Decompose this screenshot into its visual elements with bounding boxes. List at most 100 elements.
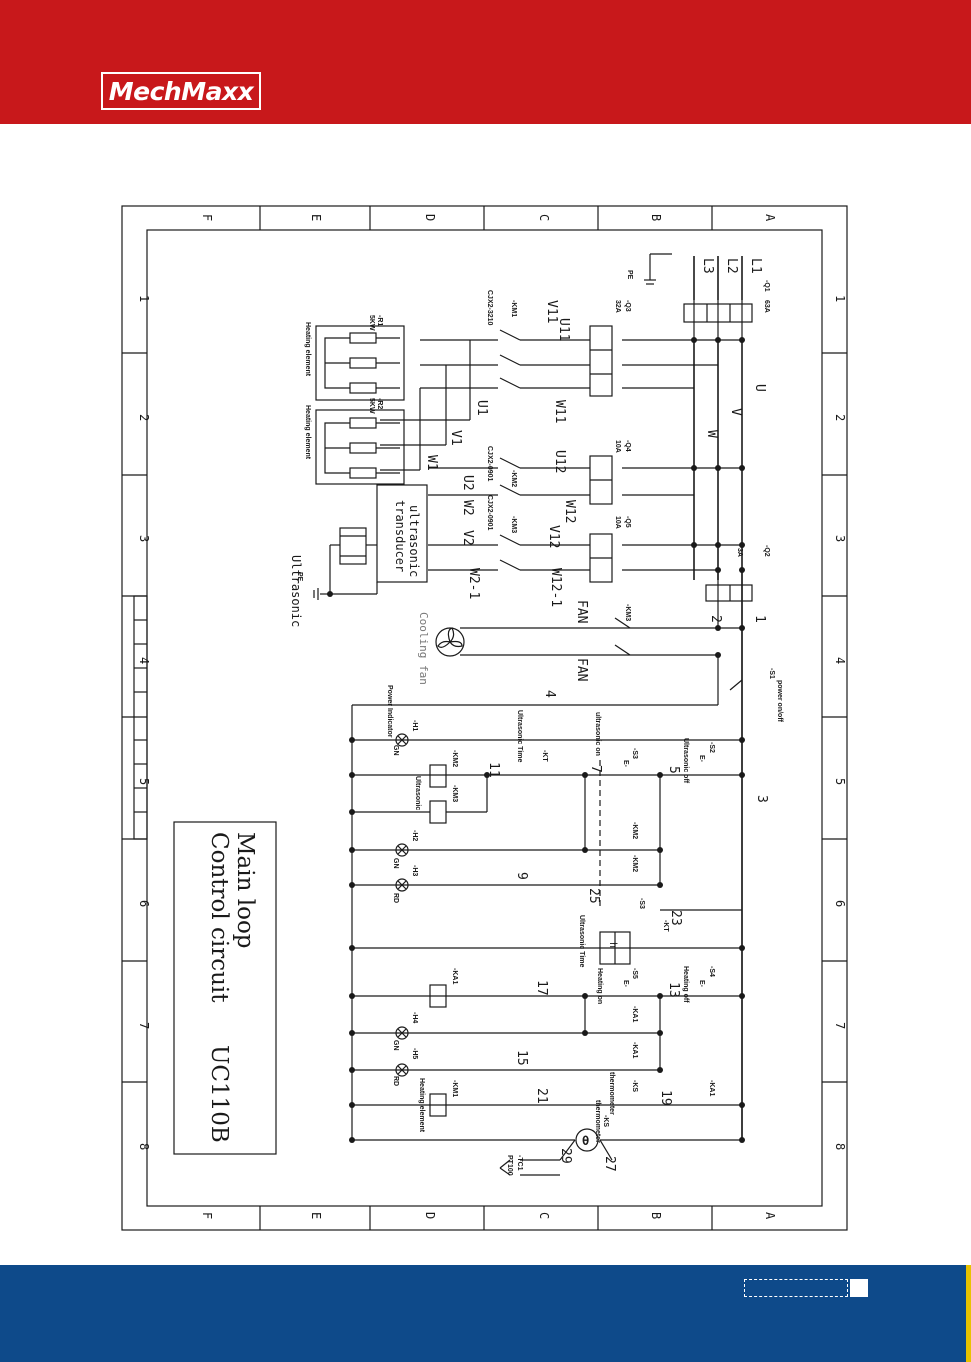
frame-row-label-bottom: E <box>309 1212 323 1219</box>
label-q1-rating: 63A <box>763 300 770 313</box>
page-indicator-track <box>744 1279 848 1297</box>
control-rails <box>351 655 743 1140</box>
label-ks-text-2: thermometer <box>594 1100 601 1143</box>
label-q4-rating: 10A <box>614 440 621 453</box>
theta-symbol: θ <box>582 1134 589 1148</box>
label-q5: -Q5 <box>624 516 631 528</box>
wire-13: 13 <box>666 982 681 998</box>
frame-row-label-bottom: F <box>200 1212 214 1219</box>
label-ks-text: thermometer <box>608 1072 615 1115</box>
frame-col-label-left: 8 <box>137 1143 151 1150</box>
label-power-indicator: Power Indicator <box>386 685 393 738</box>
wire-junction <box>349 945 355 951</box>
wire-junction <box>349 993 355 999</box>
label-v1: V1 <box>448 430 463 446</box>
label-q2: -Q2 <box>763 545 770 557</box>
wire-junction <box>582 1030 588 1036</box>
frame-grid <box>122 206 847 1230</box>
label-kt-text: Ultrasonic Time <box>516 710 523 762</box>
label-u12: U12 <box>552 450 567 473</box>
label-km2-nc: -KM2 <box>631 822 638 839</box>
transducer-crystal <box>313 527 378 600</box>
label-w: W <box>704 430 719 438</box>
label-h4: -H4 <box>411 1012 418 1023</box>
wire-junction <box>349 772 355 778</box>
label-q4: -Q4 <box>624 440 631 452</box>
label-km1: -KM1 <box>510 300 517 317</box>
frame-row-label-bottom: B <box>649 1212 663 1219</box>
label-s2: -S2 <box>708 742 715 753</box>
label-l2: L2 <box>724 258 739 274</box>
label-h2-color: GN <box>392 858 399 869</box>
label-h2: -H2 <box>411 830 418 841</box>
label-v: V <box>728 408 743 416</box>
label-s3-2: -S3 <box>638 898 645 909</box>
label-node-4: 4 <box>542 690 557 698</box>
wire-junction <box>657 1067 663 1073</box>
heater-r1 <box>315 325 405 401</box>
label-node-2: 2 <box>708 615 723 623</box>
label-w2-1: W2-1 <box>466 568 481 599</box>
label-l3: L3 <box>700 258 715 274</box>
frame-row-label-top: A <box>763 214 777 222</box>
label-transducer-2: transducer <box>393 500 407 572</box>
wire-junction <box>582 847 588 853</box>
label-h4-color: GN <box>392 1040 399 1051</box>
label-h5-color: RD <box>392 1076 399 1086</box>
frame-row-label-top: E <box>309 214 323 221</box>
label-tc1-model: PT100 <box>506 1155 513 1176</box>
frame-row-label-bottom: D <box>423 1212 437 1219</box>
label-km2-coil: -KM2 <box>451 750 458 767</box>
label-w2: W2 <box>460 500 475 516</box>
label-heating-1: Heating element <box>304 322 311 377</box>
label-s4-text: Heating off <box>682 966 689 1003</box>
frame-col-label-left: 1 <box>137 295 151 302</box>
label-q3-rating: 32A <box>614 300 621 313</box>
control-fuse-q2 <box>460 570 753 1140</box>
wire-junction <box>739 625 745 631</box>
brand-name: MechMaxx <box>108 76 254 106</box>
frame-col-label-right: 1 <box>833 295 847 302</box>
label-ks: -KS <box>631 1080 638 1092</box>
wire-junction <box>349 1137 355 1143</box>
label-kt: -KT <box>541 750 548 762</box>
label-u2: U2 <box>460 475 475 491</box>
label-cooling-fan: Cooling fan <box>417 612 430 685</box>
label-u11: U11 <box>556 318 571 341</box>
label-kt-symbol: h <box>607 942 618 948</box>
label-km3-model: CJX2-0901 <box>486 495 493 531</box>
pe-ground-top <box>644 253 672 285</box>
label-km3: -KM3 <box>510 516 517 533</box>
frame-inner <box>146 229 823 1207</box>
main-breaker-q1 <box>683 300 753 340</box>
label-tc1: -TC1 <box>516 1155 523 1171</box>
label-s5-text: Heating on <box>596 968 603 1004</box>
label-v11: V11 <box>544 300 559 323</box>
label-s3-text: ultrasonic on <box>594 712 601 756</box>
wire-junction <box>657 847 663 853</box>
label-km2-model: CJX2-0901 <box>486 446 493 482</box>
label-q3: -Q3 <box>624 300 631 312</box>
frame-col-label-right: 6 <box>833 900 847 907</box>
label-v12: V12 <box>546 525 561 548</box>
frame-row-label-top: D <box>423 214 437 221</box>
frame-col-label-left: 2 <box>137 414 151 421</box>
label-r1-power: 5KW <box>368 315 375 331</box>
label-transducer-1: ultrasonic <box>407 505 421 577</box>
label-ka1-no: -KA1 <box>631 1042 638 1058</box>
wire-5: 5 <box>666 766 681 774</box>
label-u1: U1 <box>474 400 489 416</box>
frame-col-label-left: 4 <box>137 657 151 664</box>
wire-junction <box>349 882 355 888</box>
label-ka1-nc: -KA1 <box>631 1006 638 1022</box>
label-w12: W12 <box>562 500 577 523</box>
wire-junction <box>349 809 355 815</box>
label-pe-ultra: PE <box>296 572 303 582</box>
frame-col-label-left: 7 <box>137 1022 151 1029</box>
label-ka1-coil: -KA1 <box>451 968 458 984</box>
wire-junction <box>657 882 663 888</box>
fan-icon <box>435 627 465 657</box>
wire-27: 27 <box>602 1156 617 1172</box>
label-q1: -Q1 <box>763 280 770 292</box>
